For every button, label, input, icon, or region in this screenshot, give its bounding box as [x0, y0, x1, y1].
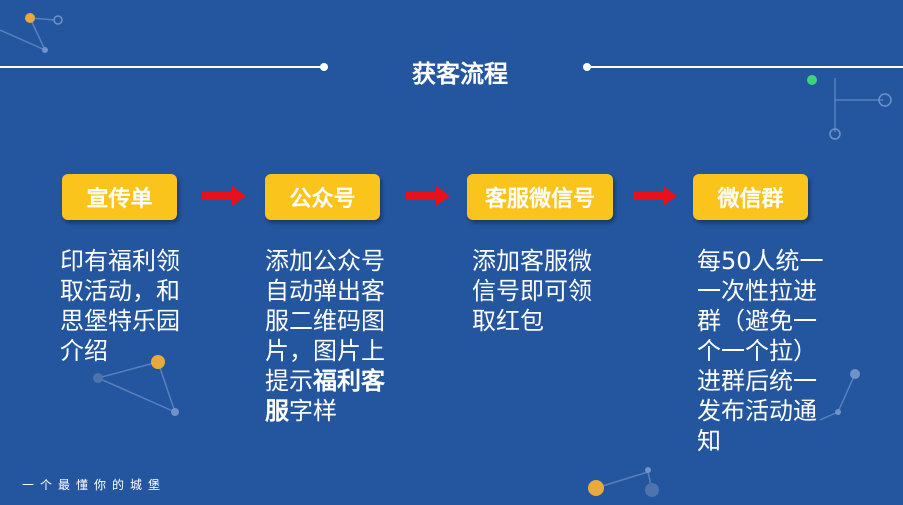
title-divider-right — [590, 66, 903, 68]
title-divider-dot-right — [583, 63, 591, 71]
arrow-right-icon — [202, 186, 246, 206]
step-description-official-account: 添加公众号 自动弹出客 服二维码图 片，图片上 提示福利客 服字样 — [265, 246, 385, 426]
title-divider-left — [0, 66, 322, 68]
step-description-wechat-group: 每50人统一 一次性拉进 群（避免一 个一个拉） 进群后统一 发布活动通 知 — [697, 247, 824, 455]
step-description-customer-service-wechat: 添加客服微 信号即可领 取红包 — [472, 247, 592, 335]
desc-text: 添加公众号 自动弹出客 服二维码图 片，图片上 提示 — [265, 247, 385, 395]
arrow-right-icon — [406, 186, 450, 206]
step-description-flyer: 印有福利领 取活动，和 思堡特乐园 介绍 — [60, 247, 180, 365]
footer-slogan: 一个最懂你的城堡 — [22, 478, 167, 492]
page-title: 获客流程 — [412, 60, 508, 88]
step-box-flyer[interactable]: 宣传单 — [62, 174, 177, 220]
step-box-customer-service-wechat[interactable]: 客服微信号 — [467, 174, 613, 220]
step-label: 宣传单 — [86, 187, 153, 212]
step-label: 客服微信号 — [484, 187, 595, 212]
step-box-wechat-group[interactable]: 微信群 — [693, 174, 808, 220]
desc-bold-text: 福利客 服 — [265, 367, 385, 425]
arrow-right-icon — [633, 186, 677, 206]
title-divider-dot-left — [320, 63, 328, 71]
desc-text-end: 字样 — [289, 397, 337, 425]
step-box-official-account[interactable]: 公众号 — [265, 174, 380, 220]
step-label: 微信群 — [717, 187, 784, 212]
step-label: 公众号 — [289, 187, 356, 212]
